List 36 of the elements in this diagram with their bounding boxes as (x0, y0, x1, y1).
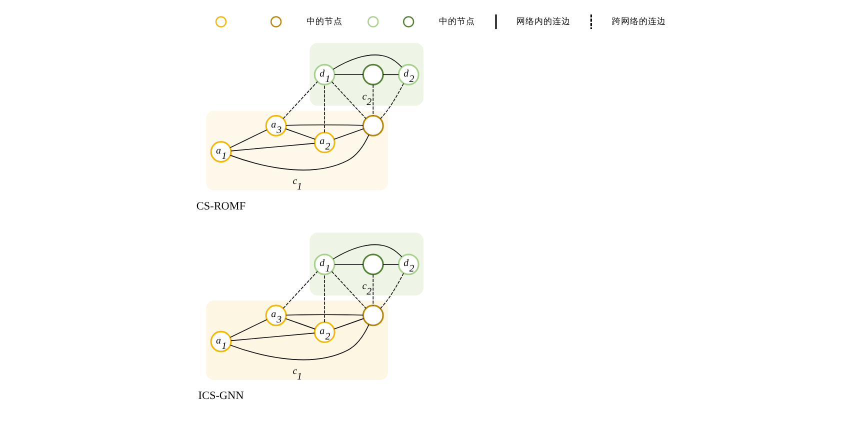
connector (334, 74, 363, 76)
connector (380, 272, 404, 309)
connector (372, 84, 374, 116)
connector (229, 129, 267, 148)
connector (230, 332, 314, 342)
connector (229, 324, 369, 360)
connector (333, 128, 364, 140)
label: CS-ROMF (196, 200, 246, 212)
legend-label: 中的节点 (306, 17, 342, 28)
connector (230, 142, 314, 152)
connector (284, 318, 316, 330)
legend-label: 中的节点 (438, 17, 475, 28)
connector (330, 81, 366, 120)
connector (285, 124, 363, 126)
connector (333, 318, 364, 330)
connector (332, 244, 402, 260)
connector (382, 264, 399, 265)
connector (282, 271, 318, 309)
connector (229, 134, 369, 170)
connector (382, 74, 399, 76)
label: ICS-GNN (198, 390, 244, 402)
connector (332, 54, 402, 70)
legend-label: 网络内的连边 (516, 17, 570, 28)
connector (229, 319, 267, 338)
node-circle (362, 254, 384, 276)
node-circle (362, 304, 384, 326)
node-circle (362, 114, 384, 136)
connector (372, 274, 374, 306)
node-circle (362, 64, 384, 86)
legend-label: 跨网络的连边 (611, 17, 666, 28)
connector (334, 264, 363, 265)
connector (380, 83, 404, 120)
connector (284, 128, 316, 140)
connector (285, 314, 363, 316)
connector (330, 271, 366, 309)
connector (282, 81, 318, 119)
